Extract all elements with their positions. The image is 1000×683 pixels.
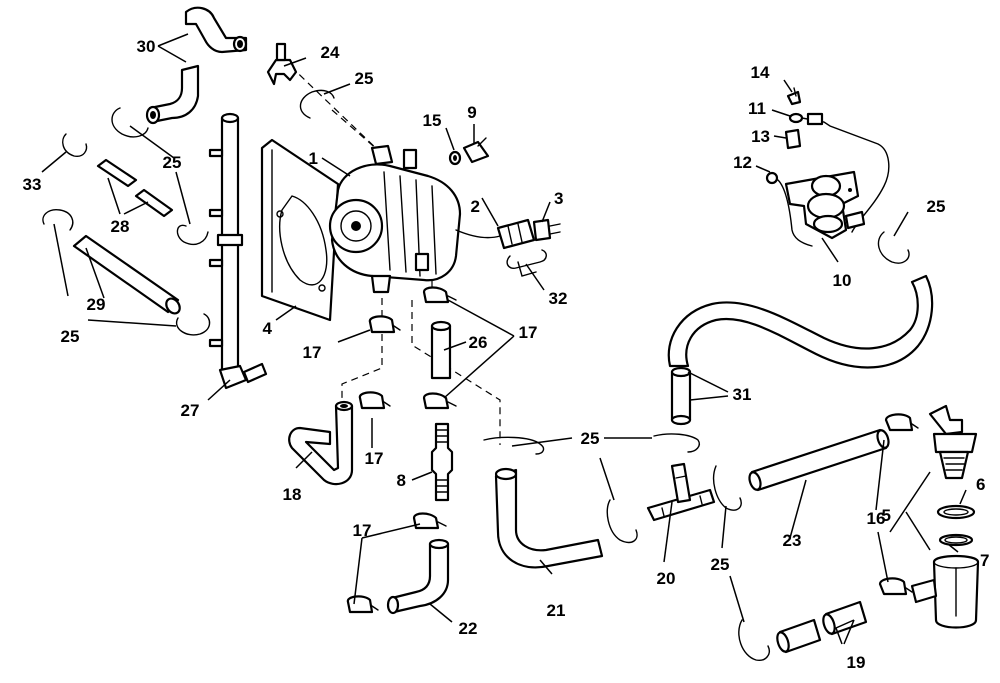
callout-10: 10 — [833, 271, 852, 290]
clamp-25-bottom-right — [653, 433, 700, 453]
callout-labels: 1 2 3 4 5 5 6 7 8 9 10 11 13 12 14 15 16… — [23, 37, 990, 672]
callout-30: 30 — [137, 37, 156, 56]
filter-8 — [430, 422, 454, 502]
callout-17-bottom: 17 — [353, 521, 372, 540]
tube-26 — [430, 320, 452, 380]
callout-23: 23 — [783, 531, 802, 550]
hose-31 — [667, 274, 934, 426]
ring-terminal-12 — [765, 171, 813, 247]
clip-32 — [506, 249, 547, 277]
leader-lines — [41, 33, 967, 645]
callout-12-13: 13 — [751, 127, 770, 146]
callout-15: 15 — [423, 111, 442, 130]
callout-9: 9 — [467, 103, 476, 122]
callout-17-left: 17 — [303, 343, 322, 362]
callout-25-left: 25 — [163, 153, 182, 172]
electric-pump-10 — [784, 170, 866, 240]
callout-33: 33 — [23, 175, 42, 194]
callout-31: 31 — [733, 385, 752, 404]
callout-14: 14 — [751, 63, 770, 82]
callout-2: 2 — [471, 197, 480, 216]
filter-cap-5 — [928, 404, 978, 480]
clamp-25-mid — [176, 224, 209, 246]
clamp-25-bottom-left — [483, 436, 545, 455]
callout-25-left-lower: 25 — [61, 327, 80, 346]
callout-25-center: 25 — [581, 429, 600, 448]
clamp-16-top — [884, 413, 919, 432]
hose-23 — [748, 428, 890, 492]
callout-18: 18 — [283, 485, 302, 504]
clamps-group — [42, 89, 910, 661]
callout-6: 6 — [976, 475, 985, 494]
clamp-17-left — [368, 315, 401, 334]
clamp-16-bottom — [878, 577, 913, 596]
callout-32: 32 — [549, 289, 568, 308]
clamp-33 — [62, 133, 88, 158]
clamp-25-center — [606, 499, 638, 544]
callout-17-lower: 17 — [365, 449, 384, 468]
o-ring-7 — [938, 533, 974, 547]
gasket-6 — [936, 504, 976, 520]
callout-21: 21 — [547, 601, 566, 620]
gasket-plate-4 — [260, 138, 340, 322]
hose-18 — [288, 400, 354, 486]
fitting-24 — [266, 42, 298, 86]
clamp-17-mid — [422, 392, 457, 410]
callout-27: 27 — [181, 401, 200, 420]
hose-29 — [72, 234, 181, 315]
elbow-hose-30 — [145, 6, 248, 125]
nut-13 — [784, 128, 802, 150]
callout-22: 22 — [459, 619, 478, 638]
callout-19: 19 — [847, 653, 866, 672]
clamp-25-bottom — [738, 619, 770, 661]
fuel-pump-1 — [328, 144, 501, 294]
callout-28: 28 — [111, 217, 130, 236]
sensor-2 — [496, 218, 536, 250]
callout-17-right: 17 — [519, 323, 538, 342]
callout-25-bottom: 25 — [711, 555, 730, 574]
tubes-28 — [96, 158, 174, 218]
clamp-25-lower — [175, 313, 211, 336]
clamp-25-top — [299, 89, 335, 119]
callout-5-cap: 5 — [882, 506, 891, 525]
hose-22 — [386, 538, 450, 615]
filter-bowl-5 — [910, 554, 980, 629]
clamp-17-bottom-left — [346, 595, 379, 614]
clamp-17-top-right — [422, 286, 457, 304]
callout-8: 8 — [397, 471, 406, 490]
callout-7: 7 — [980, 551, 989, 570]
callout-24: 24 — [321, 43, 340, 62]
clamp-25-right — [877, 231, 910, 264]
callout-1: 1 — [309, 149, 318, 168]
hose-21 — [494, 467, 604, 569]
tee-fitting-20 — [646, 462, 716, 522]
hoses-19 — [776, 600, 868, 654]
connector-3 — [532, 218, 561, 242]
clamp-25-left-lower — [42, 209, 74, 231]
pipe-27 — [208, 112, 268, 390]
callout-25-right: 25 — [927, 197, 946, 216]
callout-11: 11 — [748, 99, 766, 118]
washer-15 — [448, 150, 462, 166]
screw-14 — [786, 87, 802, 106]
clamp-17-bottom — [412, 512, 447, 530]
screw-9 — [462, 137, 490, 164]
callout-20: 20 — [657, 569, 676, 588]
callout-25-top: 25 — [355, 69, 374, 88]
callout-26: 26 — [469, 333, 488, 352]
clamp-25-left — [111, 107, 149, 138]
callout-29: 29 — [87, 295, 106, 314]
clamp-17-lower-left — [358, 391, 391, 410]
callout-3: 3 — [554, 189, 563, 208]
callout-4: 4 — [263, 319, 273, 338]
callout-16: 16 — [867, 509, 886, 528]
clamp-25-right-mid — [712, 465, 742, 511]
callout-12: 12 — [733, 153, 752, 172]
